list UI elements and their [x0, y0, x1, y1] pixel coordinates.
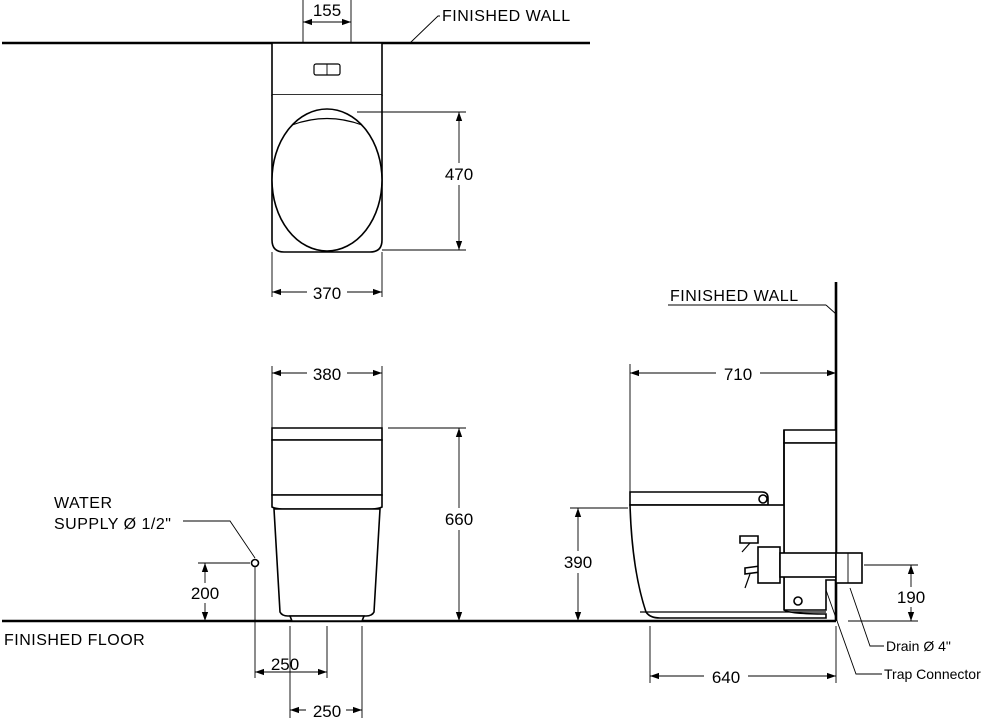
dim-370: 370: [313, 284, 341, 303]
seat-front: [271, 494, 383, 510]
tank-lid-front: [271, 427, 383, 441]
trap-clamp-1: [739, 535, 759, 544]
dim-250-a: 250: [271, 655, 299, 674]
foot-front: [288, 615, 366, 622]
bowl-front: [273, 508, 381, 617]
water-supply-inlet: [250, 558, 260, 568]
top-view: FINISHED WALL 155 470 370: [2, 0, 590, 303]
side-view: FINISHED WALL 710 390: [558, 282, 981, 687]
finished-wall-label-side: FINISHED WALL: [670, 288, 799, 305]
dim-390: 390: [564, 553, 592, 572]
dim-660: 660: [445, 510, 473, 529]
dim-470: 470: [445, 165, 473, 184]
dim-155: 155: [313, 1, 341, 20]
front-view: 380 660 WATER SUPPLY Ø 1/2" 200 250 250: [54, 364, 480, 721]
drain-label: Drain Ø 4": [886, 638, 951, 654]
dim-640: 640: [712, 668, 740, 687]
drain-pipe: [835, 552, 863, 584]
dim-200: 200: [191, 584, 219, 603]
trap-pipe: [779, 552, 837, 578]
drain-leader: [849, 587, 884, 647]
water-supply-label-2: SUPPLY Ø 1/2": [54, 516, 171, 533]
seat-outer: [271, 108, 383, 252]
bolt-cap: [793, 596, 803, 606]
finished-wall-label-top: FINISHED WALL: [442, 8, 571, 25]
dim-190: 190: [897, 588, 925, 607]
dim-250-b: 250: [313, 702, 341, 721]
seat-lid-side: [629, 491, 769, 506]
tank-body-front: [271, 439, 383, 496]
tank-lid-side: [783, 429, 837, 444]
seat-lid-edge: [291, 117, 363, 126]
dim-710: 710: [724, 365, 752, 384]
dim-380: 380: [313, 365, 341, 384]
finished-floor-label: FINISHED FLOOR: [4, 632, 145, 649]
hinge-side: [758, 494, 768, 504]
finished-wall-leader-top: [409, 15, 440, 44]
trap-collar: [757, 546, 781, 584]
tank-body-side: [783, 442, 837, 611]
water-supply-leader: [183, 520, 256, 559]
trap-connector-label: Trap Connector: [884, 666, 981, 682]
trap-connector-leader: [825, 589, 882, 675]
water-supply-label-1: WATER: [54, 495, 113, 512]
